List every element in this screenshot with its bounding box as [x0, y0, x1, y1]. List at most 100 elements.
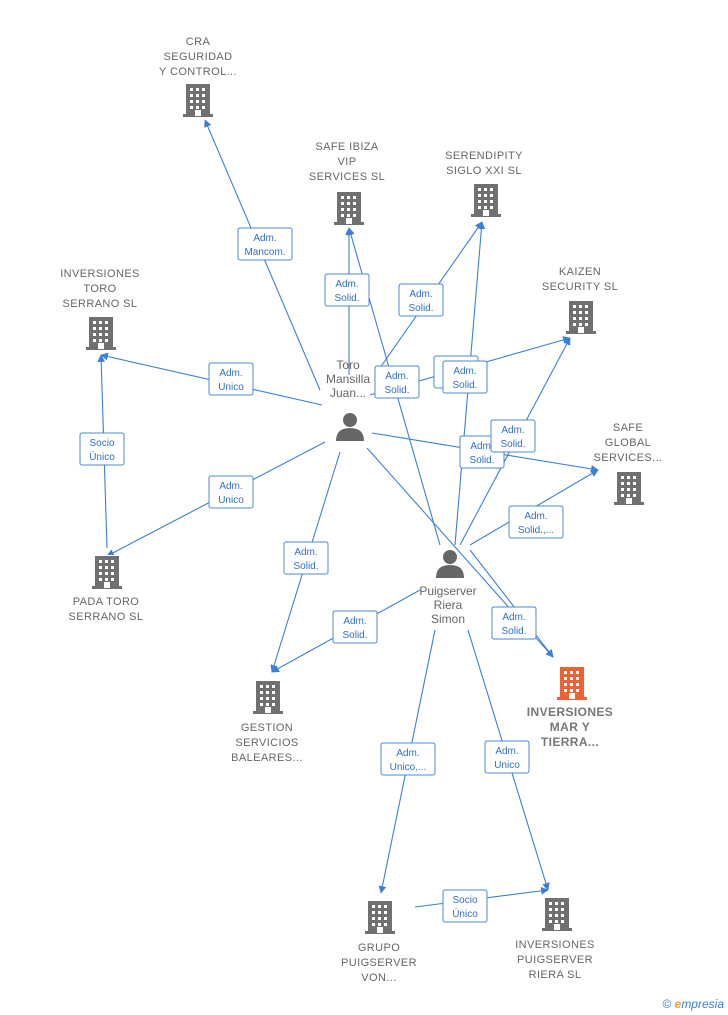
edge-label-text: Único: [452, 907, 478, 920]
edge-label-puig-gestion[interactable]: Adm.Solid.: [332, 610, 378, 644]
edge-label-puig-serendipity[interactable]: Adm.Solid.: [442, 360, 488, 394]
edge-label-box: [380, 742, 436, 776]
company-name-line: GRUPO: [358, 942, 400, 954]
edge-label-text: Socio: [89, 438, 114, 449]
edge-label-text: Adm.: [501, 425, 524, 436]
edge-label-box: [491, 606, 537, 640]
edge-label-box: [484, 740, 530, 774]
edge-label-puig-safe_global[interactable]: Adm. Solid.,...: [508, 505, 564, 539]
building-icon: [253, 680, 283, 714]
edge-label-text: Unico: [218, 382, 244, 393]
edge-label-text: Adm.: [294, 547, 317, 558]
company-name-line: SEGURIDAD: [164, 51, 233, 63]
building-icon: [365, 900, 395, 934]
company-name-line: GLOBAL: [605, 437, 651, 449]
edge-label-puig-kaizen[interactable]: Adm.Solid.: [490, 419, 536, 453]
edge-label-text: Solid.: [469, 455, 494, 466]
edge-label-toro-safe_ibiza[interactable]: Adm. Solid.: [324, 273, 370, 307]
building-icon: [334, 191, 364, 225]
edge-label-text: Unico,...: [390, 762, 427, 773]
edge-label-text: Solid.: [293, 561, 318, 572]
edge-label-box: [508, 505, 564, 539]
company-node-kaizen[interactable]: KAIZEN SECURITY SL: [542, 266, 618, 334]
edge-label-text: Solid.: [452, 380, 477, 391]
person-node-toro[interactable]: ToroMansillaJuan...: [326, 358, 370, 441]
edge-label-text: Único: [89, 450, 115, 463]
company-name-line: VON...: [361, 972, 396, 984]
edge-label-text: Adm.: [343, 616, 366, 627]
person-name-line: Toro: [336, 358, 360, 372]
edge-label-text: Adm.: [253, 233, 276, 244]
edge-label-text: Adm.: [396, 748, 419, 759]
company-name-line: MAR Y: [550, 720, 590, 734]
company-name-line: SECURITY SL: [542, 281, 618, 293]
company-node-gestion[interactable]: GESTION SERVICIOS BALEARES...: [231, 680, 303, 764]
edge-label-toro-pada[interactable]: Adm.Unico: [208, 475, 254, 509]
company-name-line: INVERSIONES: [60, 268, 140, 280]
company-name-line: Y CONTROL...: [159, 66, 237, 78]
company-name-line: PUIGSERVER: [341, 957, 417, 969]
building-icon: [471, 183, 501, 217]
edge-label-puig-safe_ibiza[interactable]: Adm.Solid.: [374, 365, 420, 399]
empresia-watermark[interactable]: © empresia: [662, 997, 724, 1011]
edge-label-text: Socio: [452, 895, 477, 906]
company-node-safe_global[interactable]: SAFEGLOBALSERVICES...: [594, 422, 663, 505]
edge-label-box: [237, 227, 293, 261]
edge-label-box: [324, 273, 370, 307]
edge-label-toro-toro_serrano[interactable]: Adm.Unico: [208, 362, 254, 396]
empresia-logo-e: e: [674, 997, 682, 1011]
edge-label-text: Adm.: [502, 612, 525, 623]
building-icon: [542, 897, 572, 931]
edge-label-text: Mancom.: [244, 247, 285, 258]
company-node-puig_riera[interactable]: INVERSIONES PUIGSERVER RIERA SL: [515, 897, 595, 981]
company-name-line: VIP: [338, 156, 357, 168]
person-name-line: Simon: [431, 612, 465, 626]
edge-label-puig-grupo[interactable]: Adm. Unico,...: [380, 742, 436, 776]
company-name-line: GESTION: [241, 722, 293, 734]
company-name-line: SERRANO SL: [69, 611, 144, 623]
company-name-line: SERVICES SL: [309, 171, 385, 183]
edge-label-box: [332, 610, 378, 644]
edge-label-text: Solid.: [408, 303, 433, 314]
edge-label-toro-gestion[interactable]: Adm. Solid.: [283, 541, 329, 575]
edge-label-text: Solid.,...: [518, 525, 554, 536]
company-name-line: SAFE IBIZA: [315, 141, 379, 153]
edge-label-puig-mar_tierra[interactable]: Adm.Solid.: [491, 606, 537, 640]
company-name-line: KAIZEN: [559, 266, 601, 278]
company-node-grupo[interactable]: GRUPO PUIGSERVER VON...: [341, 900, 417, 984]
company-name-line: SERVICES...: [594, 452, 663, 464]
person-icon: [336, 413, 364, 441]
building-icon: [566, 300, 596, 334]
edge-label-puig-puig_riera[interactable]: Adm.Unico: [484, 740, 530, 774]
edge-label-toro-cra[interactable]: Adm. Mancom.: [237, 227, 293, 261]
company-name-line: RIERA SL: [529, 969, 582, 981]
edge-label-box: [442, 889, 488, 923]
edge-label-box: [208, 475, 254, 509]
company-node-safe_ibiza[interactable]: SAFE IBIZA VIP SERVICES SL: [309, 141, 385, 225]
edge-label-box: [490, 419, 536, 453]
person-name-line: Puigserver: [419, 584, 476, 598]
edge-label-box: [208, 362, 254, 396]
edge-label-box: [374, 365, 420, 399]
company-name-line: SERENDIPITY: [445, 150, 523, 162]
person-name-line: Riera: [434, 598, 463, 612]
company-name-line: INVERSIONES: [515, 939, 595, 951]
edge-label-toro-serendipity[interactable]: Adm.Solid.: [398, 283, 444, 317]
edge-label-text: Adm.: [470, 441, 493, 452]
company-name-line: PUIGSERVER: [517, 954, 593, 966]
edge-label-text: Solid.: [334, 293, 359, 304]
edge-line-puig-mar_tierra: [469, 549, 554, 658]
edge-label-text: Adm.: [524, 511, 547, 522]
company-name-line: SERVICIOS: [235, 737, 298, 749]
building-icon: [557, 666, 587, 700]
company-name-line: BALEARES...: [231, 752, 303, 764]
edge-label-text: Adm.: [335, 279, 358, 290]
